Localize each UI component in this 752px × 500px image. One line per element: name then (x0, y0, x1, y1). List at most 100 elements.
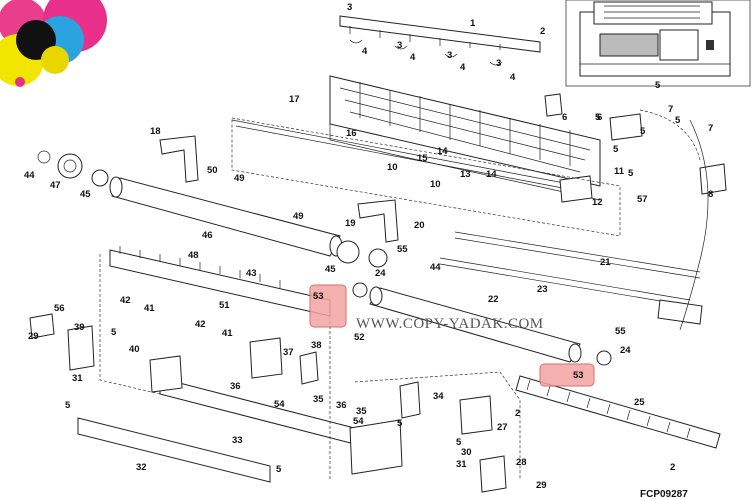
label-7a: 7 (668, 104, 673, 115)
label-6a: 6 (562, 112, 567, 123)
label-5i: 5 (397, 418, 403, 429)
label-18: 18 (150, 126, 161, 137)
label-20: 20 (414, 220, 425, 231)
label-5j: 5 (595, 112, 601, 123)
label-49b: 49 (293, 211, 304, 222)
label-23: 23 (537, 284, 548, 295)
label-3d: 3 (496, 58, 501, 69)
label-5e: 5 (111, 327, 117, 338)
label-43: 43 (246, 268, 257, 279)
label-33: 33 (232, 435, 243, 446)
label-39: 39 (74, 322, 85, 333)
label-15: 15 (417, 153, 428, 164)
label-2b: 2 (515, 408, 520, 419)
watermark: WWW.COPY-YADAK.COM (356, 316, 544, 332)
label-50: 50 (207, 165, 218, 176)
highlight-53-lower (539, 363, 595, 387)
cover-plate (77, 417, 271, 483)
label-24b: 24 (620, 345, 631, 356)
label-4c: 4 (460, 62, 466, 73)
label-6b: 6 (597, 112, 602, 123)
callouts: 1 2 2 2 3 3 3 3 4 4 4 4 5 5 5 5 5 5 5 5 … (24, 2, 713, 491)
label-45b: 45 (325, 264, 336, 275)
exit-bracket (339, 15, 541, 66)
label-29b: 29 (536, 480, 547, 491)
label-3b: 3 (397, 40, 402, 51)
label-19: 19 (345, 218, 356, 229)
label-29a: 29 (28, 331, 39, 342)
label-5c: 5 (613, 144, 619, 155)
label-3c: 3 (447, 50, 452, 61)
figure-code: FCP09287 (640, 489, 688, 500)
ref-outline (231, 117, 621, 237)
label-38: 38 (311, 340, 322, 351)
label-35b: 35 (356, 406, 367, 417)
label-32: 32 (136, 462, 147, 473)
label-27: 27 (497, 422, 508, 433)
label-40: 40 (129, 344, 140, 355)
label-36b: 36 (336, 400, 347, 411)
label-44a: 44 (24, 170, 35, 181)
label-4d: 4 (510, 72, 516, 83)
label-42a: 42 (120, 295, 131, 306)
label-51: 51 (219, 300, 230, 311)
label-5b: 5 (640, 126, 646, 137)
label-48: 48 (188, 250, 199, 261)
label-14a: 14 (437, 146, 448, 157)
printer-inset (565, 0, 751, 87)
label-22: 22 (488, 294, 499, 305)
label-5f: 5 (65, 400, 71, 411)
label-4a: 4 (362, 46, 368, 57)
label-57: 57 (637, 194, 648, 205)
label-5g: 5 (276, 464, 282, 475)
label-52: 52 (354, 332, 365, 343)
label-41b: 41 (222, 328, 233, 339)
label-24a: 24 (375, 268, 386, 279)
label-56: 56 (54, 303, 65, 314)
lower-frame (99, 246, 521, 480)
label-16: 16 (346, 128, 357, 139)
small-parts (29, 93, 727, 493)
heat-roller (37, 150, 388, 268)
label-54a: 54 (274, 399, 285, 410)
label-10a: 10 (387, 162, 398, 173)
label-10b: 10 (430, 179, 441, 190)
label-53b: 53 (573, 370, 584, 381)
label-54b: 54 (353, 416, 364, 427)
label-44b: 44 (430, 262, 441, 273)
fuser-frame (329, 75, 601, 201)
label-4b: 4 (410, 52, 416, 63)
label-36a: 36 (230, 381, 241, 392)
brand-logo (0, 0, 107, 87)
label-47: 47 (50, 180, 61, 191)
label-5d: 5 (628, 168, 634, 179)
highlight-53-upper (309, 284, 347, 328)
rods (231, 119, 701, 307)
pressure-roller (352, 282, 612, 366)
label-30: 30 (461, 447, 472, 458)
label-2c: 2 (670, 462, 675, 473)
label-11: 11 (614, 166, 625, 177)
label-53a: 53 (313, 291, 324, 302)
label-46: 46 (202, 230, 213, 241)
label-25: 25 (634, 397, 645, 408)
label-1: 1 (470, 18, 476, 29)
label-34: 34 (433, 391, 444, 402)
label-17: 17 (289, 94, 300, 105)
label-2: 2 (540, 26, 545, 37)
label-21: 21 (600, 257, 611, 268)
label-14b: 14 (486, 169, 497, 180)
label-37: 37 (283, 347, 294, 358)
label-55a: 55 (397, 244, 408, 255)
paper-guide (515, 375, 721, 449)
label-31a: 31 (72, 373, 83, 384)
label-28: 28 (516, 457, 527, 468)
label-5a: 5 (655, 80, 661, 91)
label-5h: 5 (456, 437, 462, 448)
label-7b: 7 (708, 123, 713, 134)
label-8: 8 (708, 189, 713, 200)
label-42b: 42 (195, 319, 206, 330)
label-49a: 49 (234, 173, 245, 184)
